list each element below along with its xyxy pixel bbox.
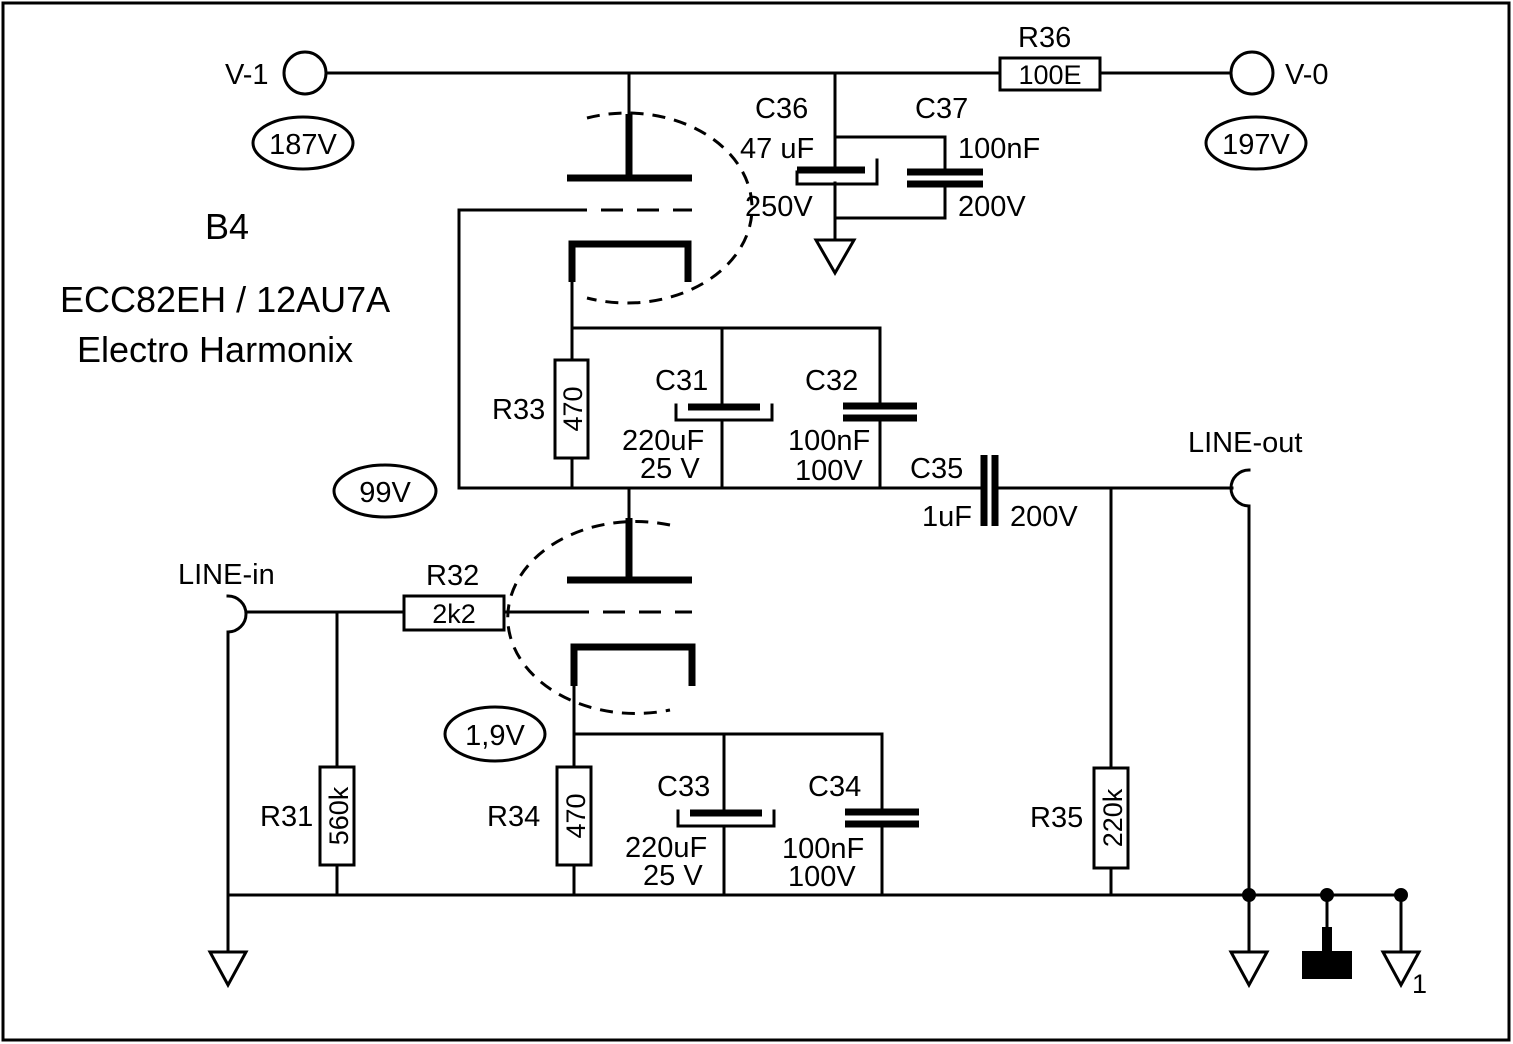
line-out-jack	[1229, 468, 1251, 508]
c37-label: C37	[915, 93, 968, 125]
c31-label: C31	[655, 365, 708, 397]
tube-manufacturer: Electro Harmonix	[77, 329, 353, 370]
v0-terminal	[1229, 50, 1275, 96]
ground-symbol-input	[207, 950, 249, 989]
c34-label: C34	[808, 771, 861, 803]
svg-text:2k2: 2k2	[432, 599, 476, 629]
ground-symbol-1	[1380, 950, 1422, 989]
c32-label: C32	[805, 365, 858, 397]
line-in-jack	[226, 594, 248, 634]
lower-cathode-wiring	[572, 732, 884, 897]
upper-triode-envelope	[586, 111, 754, 305]
svg-text:1,9V: 1,9V	[465, 720, 525, 752]
c36-label: C36	[755, 93, 808, 125]
mid-voltage-badge: 99V	[332, 463, 438, 519]
v0-voltage-badge: 197V	[1204, 115, 1308, 171]
v1-label: V-1	[225, 59, 269, 91]
c36-value: 47 uF	[740, 133, 814, 165]
line-out-label: LINE-out	[1188, 427, 1302, 459]
c33-label: C33	[657, 771, 710, 803]
v0-label: V-0	[1285, 59, 1329, 91]
r31-resistor: 560k	[318, 765, 356, 867]
c37-voltage: 200V	[958, 191, 1026, 223]
c31-capacitor	[674, 403, 774, 422]
c37-capacitor	[907, 168, 983, 188]
ground-symbol-c36	[813, 238, 857, 277]
c33-value: 220uF	[625, 832, 707, 864]
svg-text:197V: 197V	[1222, 129, 1290, 161]
r33-resistor: 470	[553, 358, 590, 460]
r32-label: R32	[426, 560, 479, 592]
line-in-label: LINE-in	[178, 559, 275, 591]
v1-voltage-badge: 187V	[251, 115, 355, 171]
c33-voltage: 25 V	[643, 860, 703, 892]
r36-resistor: 100E	[998, 56, 1102, 92]
c34-value: 100nF	[782, 833, 864, 865]
upper-grid-wire	[457, 208, 567, 490]
lower-triode	[506, 486, 696, 769]
cathode-voltage-badge: 1,9V	[443, 705, 547, 763]
lower-cathode	[570, 643, 696, 686]
svg-text:220k: 220k	[1098, 788, 1128, 847]
c32-value: 100nF	[788, 425, 870, 457]
c33-capacitor	[676, 809, 776, 828]
c36-voltage: 250V	[745, 191, 813, 223]
ground-sub-label: 1	[1412, 969, 1427, 999]
c35-label: C35	[910, 453, 963, 485]
c31-value: 220uF	[622, 425, 704, 457]
c32-voltage: 100V	[795, 455, 863, 487]
c36-capacitor	[795, 158, 879, 186]
c31-voltage: 25 V	[640, 453, 700, 485]
c35-voltage: 200V	[1010, 501, 1078, 533]
svg-text:100E: 100E	[1018, 60, 1081, 90]
c35-capacitor	[980, 455, 999, 526]
ground-symbol-output	[1228, 950, 1270, 989]
c32-capacitor	[843, 402, 917, 422]
tube-type: ECC82EH / 12AU7A	[60, 279, 390, 320]
lower-triode-envelope	[506, 520, 671, 715]
r34-label: R34	[487, 801, 540, 833]
svg-text:99V: 99V	[359, 477, 411, 509]
upper-cathode-wiring	[570, 326, 882, 490]
r36-label: R36	[1018, 22, 1071, 54]
c34-voltage: 100V	[788, 861, 856, 893]
r35-resistor: 220k	[1092, 766, 1130, 870]
r34-resistor: 470	[555, 765, 593, 867]
decoupling-wiring	[833, 71, 947, 242]
v1-terminal	[282, 50, 328, 96]
c35-value: 1uF	[922, 501, 972, 533]
r33-label: R33	[492, 394, 545, 426]
tube-id: B4	[205, 206, 249, 247]
upper-triode	[565, 71, 754, 362]
c37-value: 100nF	[958, 133, 1040, 165]
r31-label: R31	[260, 801, 313, 833]
r32-resistor: 2k2	[402, 594, 506, 632]
c34-capacitor	[845, 808, 919, 828]
svg-text:560k: 560k	[324, 786, 354, 845]
r35-label: R35	[1030, 802, 1083, 834]
svg-text:187V: 187V	[269, 129, 337, 161]
svg-text:470: 470	[558, 386, 588, 431]
upper-cathode	[568, 240, 692, 282]
svg-text:470: 470	[561, 793, 591, 838]
